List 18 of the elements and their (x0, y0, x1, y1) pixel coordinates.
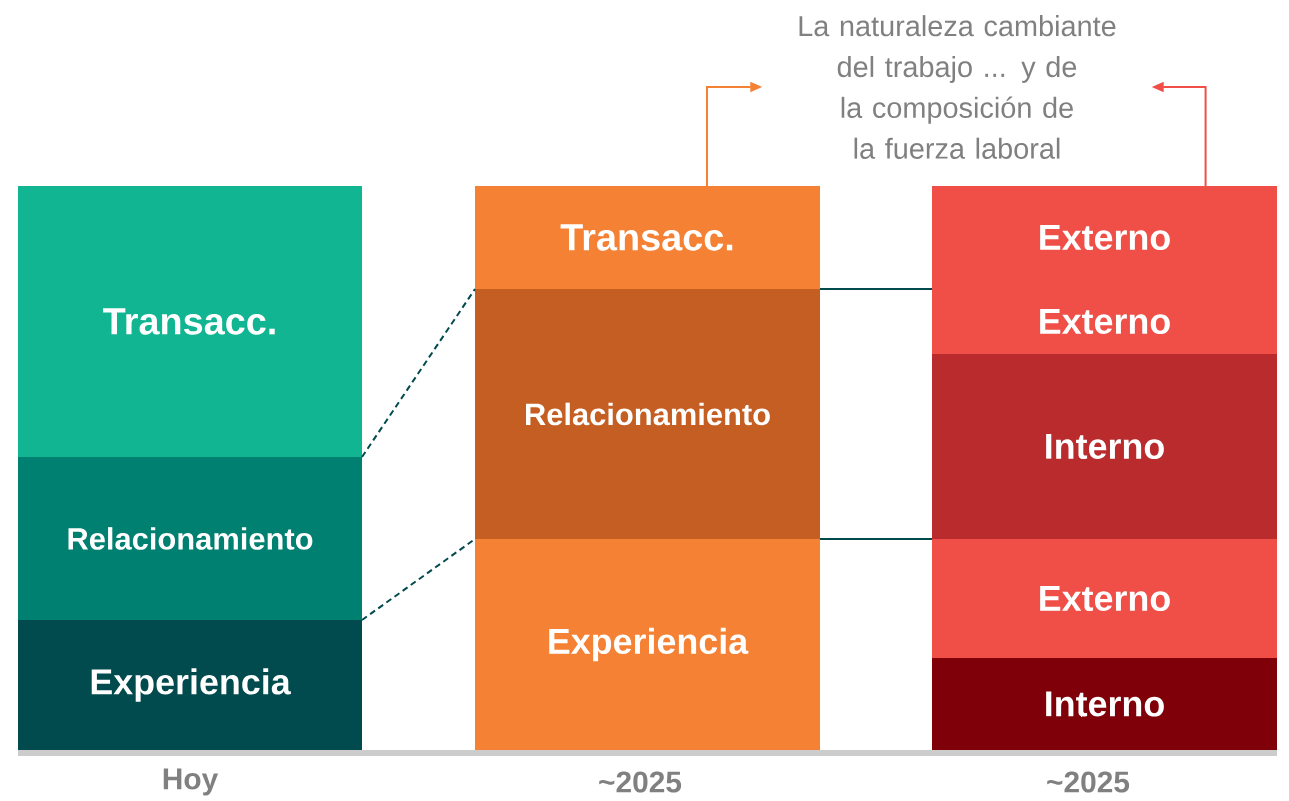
bar-segment: Transacc. (475, 186, 820, 289)
bar-segment: Transacc. (18, 186, 362, 457)
annotation-text: La naturaleza cambiante del trabajo ... y de la composición de la fuerza laboral (799, 15, 1116, 159)
bar-segment: Relacionamiento (18, 457, 362, 620)
bar-segment: Experiencia (475, 539, 820, 750)
connector (361, 288, 476, 458)
node-label: Externo (1040, 308, 1170, 334)
bar-segment: Externo (932, 289, 1277, 354)
connector (819, 538, 933, 540)
bar-segment: Externo (932, 539, 1277, 658)
bar-segment: Externo (932, 186, 1277, 289)
connector (819, 288, 933, 290)
bar-segment: Interno (932, 658, 1277, 750)
bar-segment: Interno (932, 354, 1277, 539)
connector (361, 538, 476, 621)
bar-segment: Experiencia (18, 620, 362, 750)
node-label: Externo (1040, 224, 1170, 250)
bar-segment: Relacionamiento (475, 289, 820, 539)
